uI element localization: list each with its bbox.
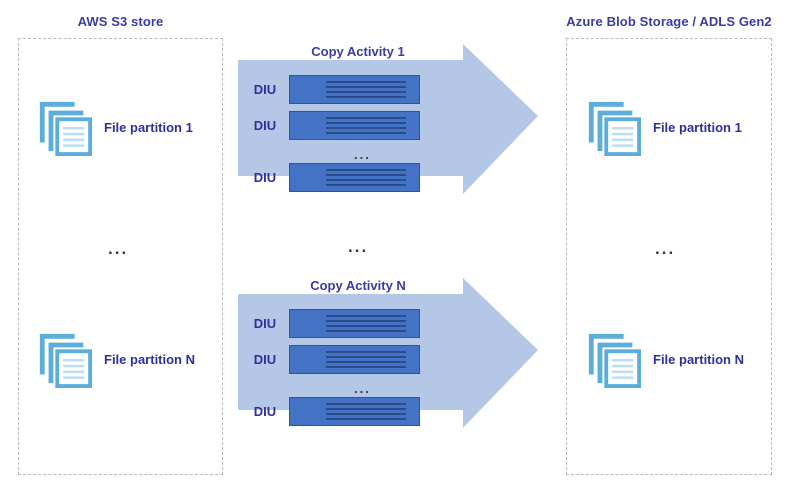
copy-activity-n[interactable]: Copy Activity N DIU DIU ... DIU — [238, 278, 538, 448]
diu-row[interactable]: DIU — [250, 74, 420, 104]
diu-label: DIU — [253, 315, 277, 331]
source-store-title: AWS S3 store — [77, 14, 164, 29]
rack-icon — [289, 308, 420, 338]
source-partition-1-label: File partition 1 — [104, 119, 193, 135]
destination-partition-n-label: File partition N — [653, 351, 744, 367]
source-partition-n: File partition N — [36, 330, 195, 388]
diu-row[interactable]: DIU — [250, 344, 420, 374]
copy-activity-1-title: Copy Activity 1 — [311, 44, 405, 59]
documents-icon — [588, 101, 642, 156]
copy-activity-1[interactable]: Copy Activity 1 DIU DIU ... DIU — [238, 44, 538, 214]
activities-ellipsis: ... — [348, 237, 369, 256]
destination-store-title: Azure Blob Storage / ADLS Gen2 — [566, 14, 772, 29]
source-partition-n-label: File partition N — [104, 351, 195, 367]
rack-icon — [289, 396, 420, 426]
copy-activity-n-title: Copy Activity N — [310, 278, 406, 293]
destination-ellipsis: ... — [655, 239, 676, 258]
rack-icon — [289, 162, 420, 192]
source-partition-1: File partition 1 — [36, 98, 193, 156]
destination-partition-1-label: File partition 1 — [653, 119, 742, 135]
diu-label: DIU — [253, 117, 277, 133]
destination-partition-n: File partition N — [585, 330, 744, 388]
diu-label: DIU — [253, 351, 277, 367]
copy-activity-1-diu-list: DIU DIU ... DIU — [250, 66, 440, 196]
diu-row[interactable]: DIU — [250, 396, 420, 426]
copy-activity-n-inner-ellipsis: ... — [354, 381, 371, 396]
diu-label: DIU — [253, 403, 277, 419]
diu-label: DIU — [253, 81, 277, 97]
copy-activity-1-inner-ellipsis: ... — [354, 147, 371, 162]
copy-activity-n-diu-list: DIU DIU ... DIU — [250, 300, 440, 430]
source-ellipsis: ... — [108, 239, 129, 258]
diu-label: DIU — [253, 169, 277, 185]
diu-row[interactable]: DIU — [250, 110, 420, 140]
rack-icon — [289, 344, 420, 374]
destination-partition-1: File partition 1 — [585, 98, 742, 156]
documents-icon — [588, 333, 642, 388]
diu-row[interactable]: DIU — [250, 162, 420, 192]
rack-icon — [289, 74, 420, 104]
rack-icon — [289, 110, 420, 140]
documents-icon — [39, 101, 93, 156]
documents-icon — [39, 333, 93, 388]
diu-row[interactable]: DIU — [250, 308, 420, 338]
